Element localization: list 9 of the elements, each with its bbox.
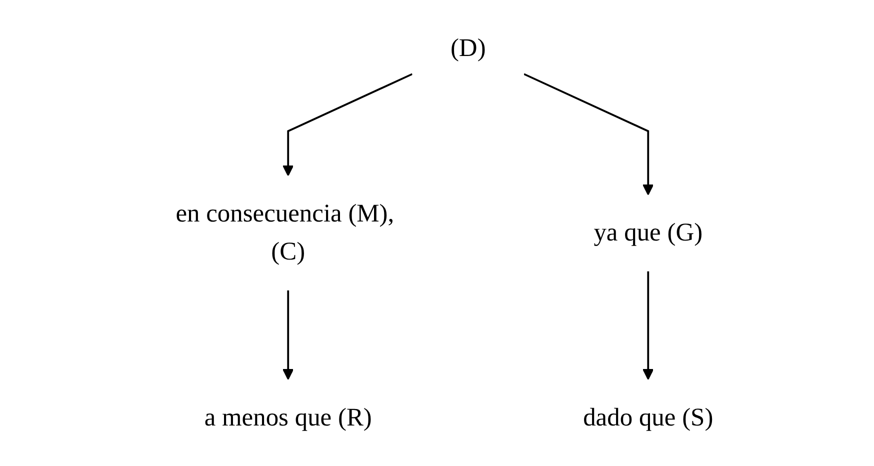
node-text: dado que (S): [583, 404, 714, 432]
node-text: en consecuencia (M), (C): [176, 200, 394, 266]
arrow: [282, 73, 413, 176]
node-text: a menos que (R): [204, 404, 372, 432]
arrow: [524, 73, 654, 196]
arrow: [282, 290, 294, 380]
node-text: ya que (G): [594, 218, 703, 248]
node-text: (D): [450, 34, 486, 62]
arrow: [642, 271, 654, 380]
